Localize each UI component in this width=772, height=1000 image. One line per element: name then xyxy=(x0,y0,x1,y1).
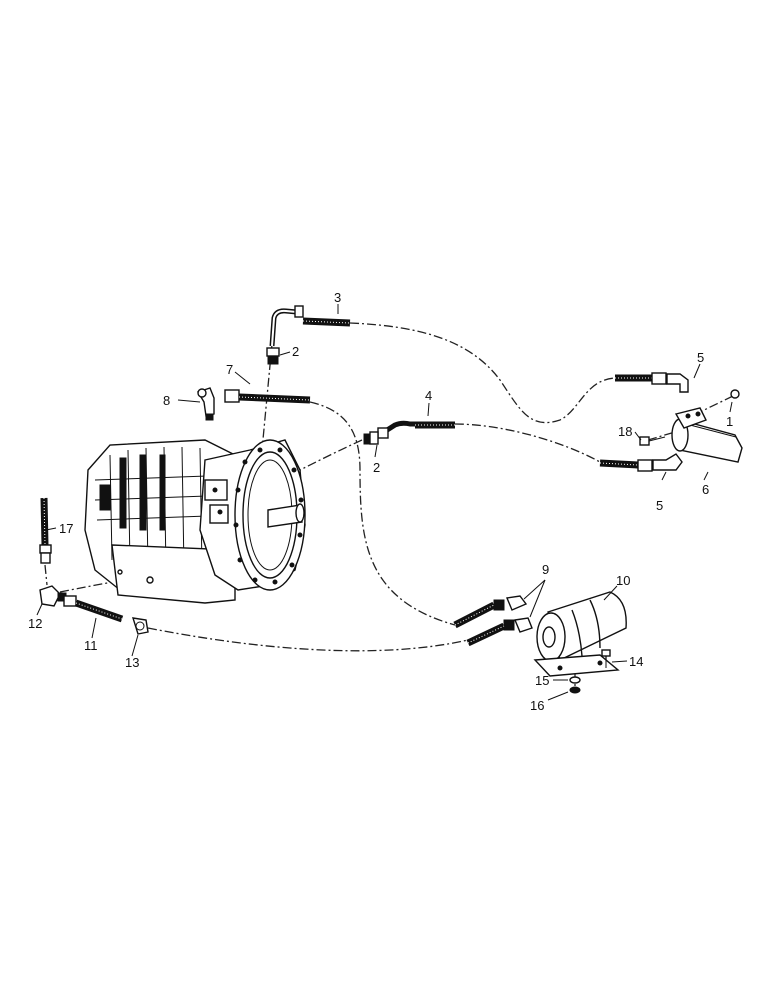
callout-1: 1 xyxy=(726,414,733,429)
callout-9: 9 xyxy=(542,562,549,577)
callout-10: 10 xyxy=(616,573,630,588)
screw-14 xyxy=(601,649,611,668)
elbow-12 xyxy=(39,585,67,607)
callout-16: 16 xyxy=(530,698,544,713)
elbow-fitting-8 xyxy=(196,387,215,421)
hose-11 xyxy=(63,595,124,623)
nut-1 xyxy=(730,389,740,399)
callout-5-lower: 5 xyxy=(656,498,663,513)
filter-hoses xyxy=(453,601,506,647)
hose-17 xyxy=(39,497,52,564)
oil-cooler-6 xyxy=(671,407,743,463)
callout-2-upper: 2 xyxy=(292,344,299,359)
callout-18: 18 xyxy=(618,424,632,439)
callout-2-lower: 2 xyxy=(373,460,380,475)
cooler-hose-upper xyxy=(615,372,689,393)
callout-8: 8 xyxy=(163,393,170,408)
callout-13: 13 xyxy=(125,655,139,670)
bolt-18 xyxy=(639,436,666,446)
callout-5-upper: 5 xyxy=(697,350,704,365)
hose-4 xyxy=(377,420,455,439)
fitting-2-lower xyxy=(363,431,379,445)
callout-7: 7 xyxy=(226,362,233,377)
filter-10 xyxy=(533,591,627,677)
washer-15 xyxy=(569,676,581,684)
leader-lines xyxy=(36,304,733,701)
cooler-hose-lower xyxy=(599,453,683,472)
callout-4: 4 xyxy=(425,388,432,403)
callout-3: 3 xyxy=(334,290,341,305)
callout-15: 15 xyxy=(535,673,549,688)
hose-3 xyxy=(269,305,351,347)
callout-11: 11 xyxy=(84,638,98,653)
callout-12: 12 xyxy=(28,616,42,631)
clamp-13 xyxy=(131,617,149,635)
callout-6: 6 xyxy=(702,482,709,497)
callout-14: 14 xyxy=(629,654,643,669)
nut-16 xyxy=(569,686,581,694)
fitting-2-upper xyxy=(266,347,280,365)
callout-labels: 1 2 2 3 4 5 5 6 7 8 9 10 11 12 13 14 15 … xyxy=(28,290,733,713)
hose-7 xyxy=(224,389,311,404)
callout-17: 17 xyxy=(59,521,73,536)
transmission-assembly xyxy=(84,439,306,604)
filter-fittings-9 xyxy=(493,595,533,633)
